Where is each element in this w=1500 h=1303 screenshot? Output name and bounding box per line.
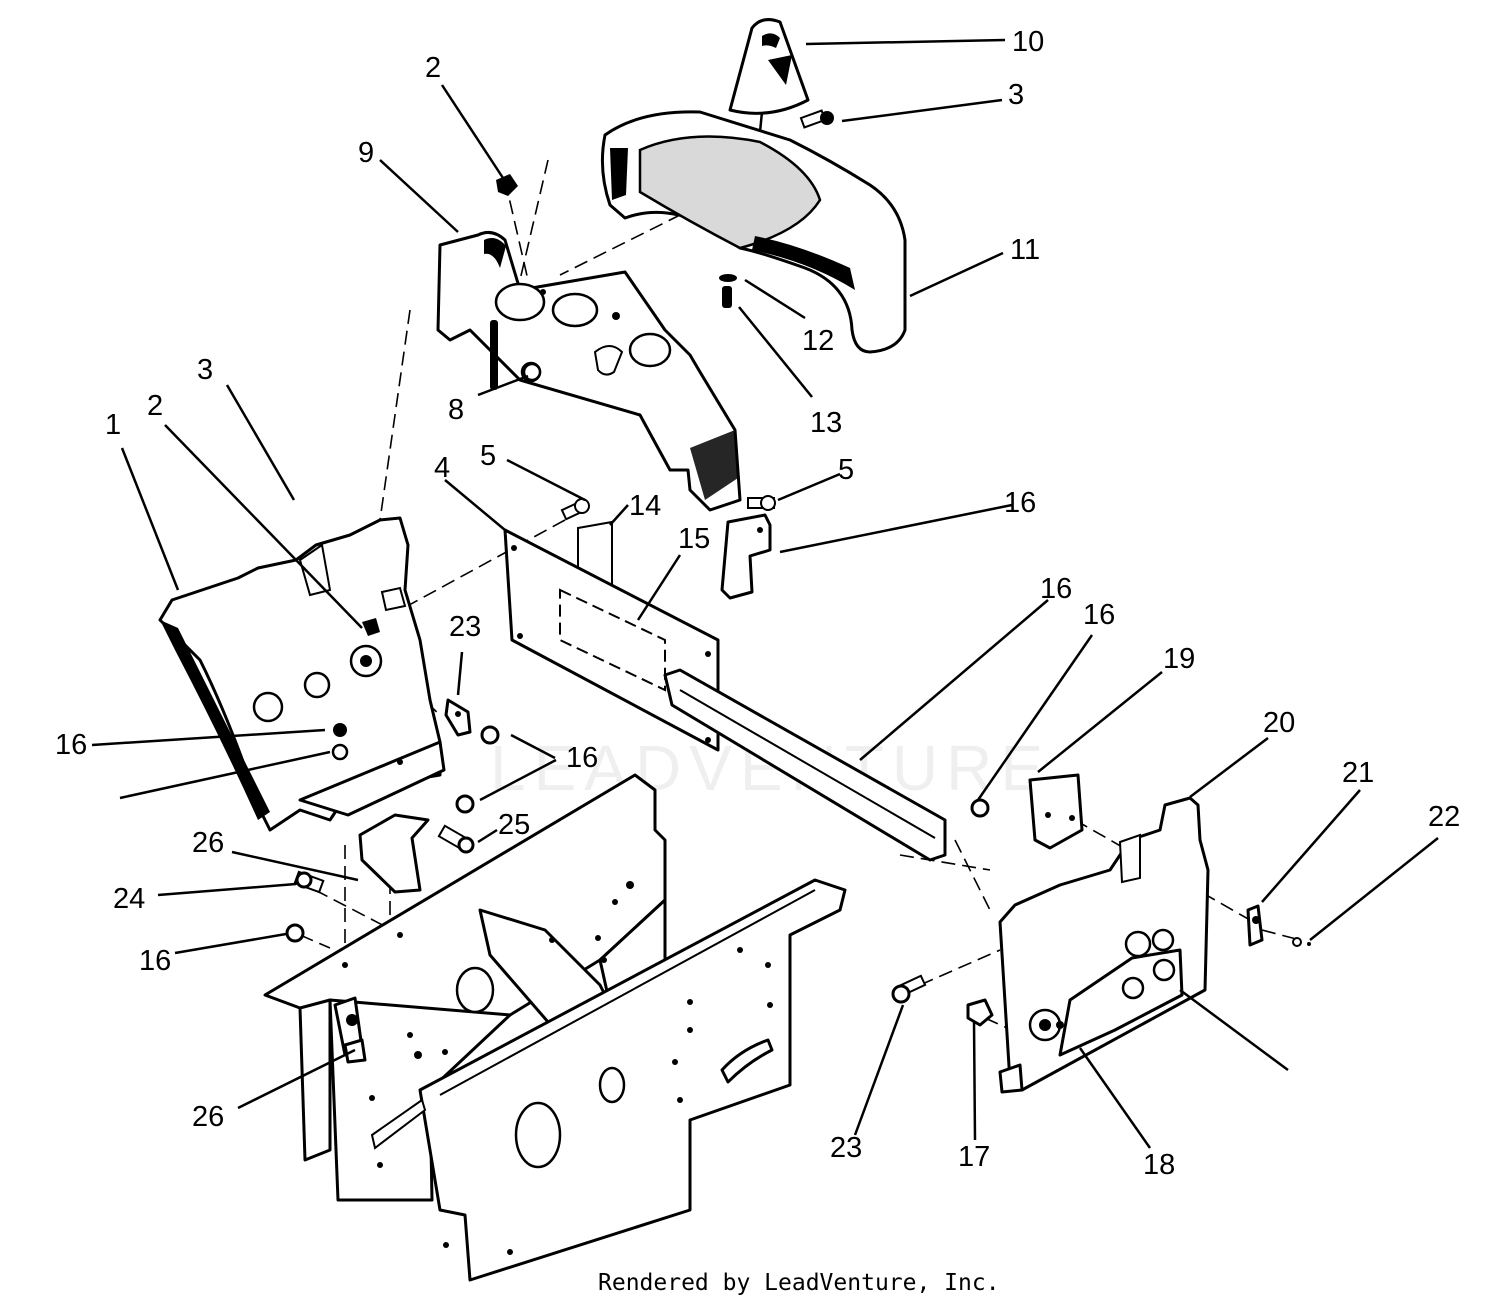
callout-6: 8 xyxy=(448,394,464,426)
callout-5-right: 5 xyxy=(838,454,854,486)
callout-19: 21 xyxy=(1342,757,1374,789)
callout-7: 9 xyxy=(358,137,374,169)
callout-24: 26 xyxy=(192,1101,224,1133)
main-frame xyxy=(263,773,847,1282)
part-4-panel xyxy=(503,520,720,752)
callout-1: 1 xyxy=(105,409,121,441)
callout-labels: 10 3 11 12 13 2 9 8 3 2 1 4 5 5 14 15 16… xyxy=(55,26,1460,1181)
callout-16-lower-left: 16 xyxy=(139,945,171,977)
hardware-right xyxy=(891,904,1311,1027)
callout-23-right: 25 xyxy=(498,809,530,841)
callout-3-left: 3 xyxy=(197,354,213,386)
part-15-channel xyxy=(663,668,947,862)
callout-16-bottom-right: 18 xyxy=(1143,1149,1175,1181)
callout-16-channel: 16 xyxy=(1083,599,1115,631)
callout-2-left: 2 xyxy=(147,390,163,422)
callout-21: 23 xyxy=(830,1132,862,1164)
callout-4: 4 xyxy=(434,452,450,484)
part-8-knob xyxy=(728,18,810,163)
callout-10: 12 xyxy=(802,325,834,357)
callout-23-left: 24 xyxy=(113,883,145,915)
callout-16-mid: 16 xyxy=(566,742,598,774)
leader-lines xyxy=(91,38,1439,1149)
part-18-right-panel xyxy=(998,773,1210,1094)
part-1-left-panel xyxy=(158,516,446,894)
callout-22: 23 xyxy=(449,611,481,643)
part-14-bracket xyxy=(720,513,772,600)
hardware-middle-left xyxy=(285,698,990,943)
callout-12: 14 xyxy=(629,490,661,522)
callout-8: 10 xyxy=(1012,26,1044,58)
part-7-upper-bracket xyxy=(436,230,742,512)
callout-20: 22 xyxy=(1428,801,1460,833)
callout-11: 13 xyxy=(810,407,842,439)
footer-credit: Rendered by LeadVenture, Inc. xyxy=(598,1270,1000,1296)
callout-13: 15 xyxy=(678,523,710,555)
callout-9: 11 xyxy=(1010,234,1040,266)
callout-15: 16 xyxy=(1040,573,1072,605)
callout-5-left: 5 xyxy=(480,440,496,472)
callout-16-bottom: 17 xyxy=(958,1141,990,1173)
callout-17: 19 xyxy=(1163,643,1195,675)
callout-14: 16 xyxy=(1004,487,1036,519)
callout-18: 20 xyxy=(1263,707,1295,739)
callout-16-left: 16 xyxy=(55,729,87,761)
callout-3-top: 3 xyxy=(1008,79,1024,111)
callout-25: 26 xyxy=(192,827,224,859)
part-9-dash-cover xyxy=(600,110,907,354)
callout-2-top: 2 xyxy=(425,52,441,84)
